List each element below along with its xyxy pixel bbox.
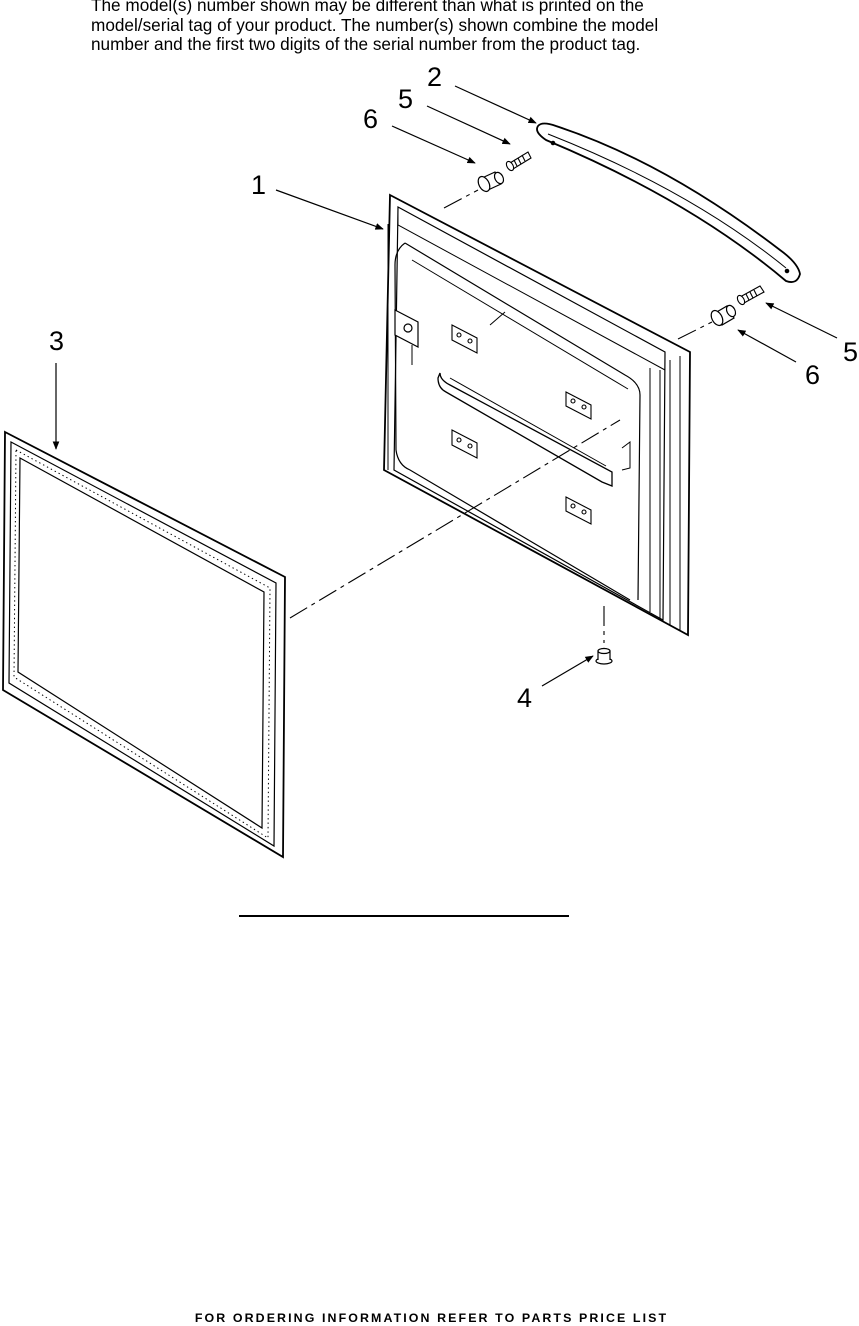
door-gasket bbox=[2, 430, 286, 859]
handle-screw-upper bbox=[505, 151, 532, 172]
callout-2: 2 bbox=[427, 62, 442, 92]
handle-screw-lower bbox=[736, 285, 765, 306]
exploded-parts-diagram: 1 2 3 4 5 6 5 6 bbox=[2, 62, 858, 859]
handle-spacer-lower bbox=[710, 304, 737, 327]
intro-note: The model(s) number shown may be differe… bbox=[91, 0, 791, 55]
callout-5-lower: 5 bbox=[843, 337, 858, 367]
handle-spacer-upper bbox=[477, 171, 505, 193]
callout-1: 1 bbox=[251, 170, 266, 200]
leader-arrows bbox=[52, 85, 838, 687]
divider-rule bbox=[239, 915, 569, 917]
intro-line-1: The model(s) number shown may be differe… bbox=[91, 0, 644, 15]
ordering-info-footer: FOR ORDERING INFORMATION REFER TO PARTS … bbox=[194, 1311, 669, 1325]
freezer-door bbox=[383, 193, 691, 637]
callout-3: 3 bbox=[49, 326, 64, 356]
assembly-lines bbox=[289, 189, 713, 643]
intro-line-2: model/serial tag of your product. The nu… bbox=[91, 14, 659, 35]
callout-4: 4 bbox=[517, 683, 532, 713]
door-handle bbox=[536, 122, 801, 283]
intro-line-3: number and the first two digits of the s… bbox=[91, 34, 641, 55]
callout-5-upper: 5 bbox=[398, 84, 413, 114]
door-cap bbox=[595, 647, 613, 665]
callout-6-upper: 6 bbox=[363, 104, 378, 134]
callout-6-lower: 6 bbox=[805, 360, 820, 390]
